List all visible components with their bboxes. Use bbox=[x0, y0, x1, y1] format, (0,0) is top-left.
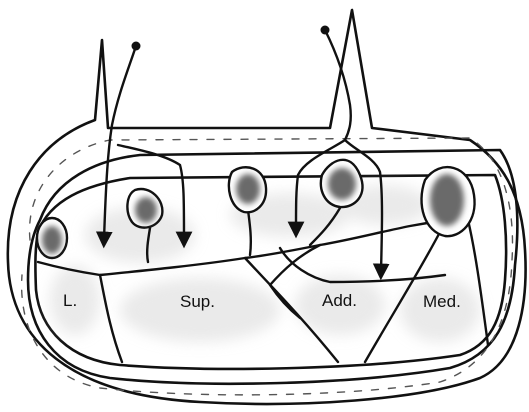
node-superior-2 bbox=[229, 167, 266, 212]
label-adductor: Add. bbox=[322, 291, 357, 310]
label-medial: Med. bbox=[423, 292, 461, 311]
compartment-shading bbox=[50, 185, 480, 342]
node-medial bbox=[422, 167, 475, 236]
node-superior-1 bbox=[127, 189, 162, 228]
node-lateral bbox=[37, 218, 67, 258]
label-lateral: L. bbox=[63, 291, 77, 310]
node-adductor bbox=[321, 160, 363, 207]
label-superior: Sup. bbox=[180, 292, 215, 311]
